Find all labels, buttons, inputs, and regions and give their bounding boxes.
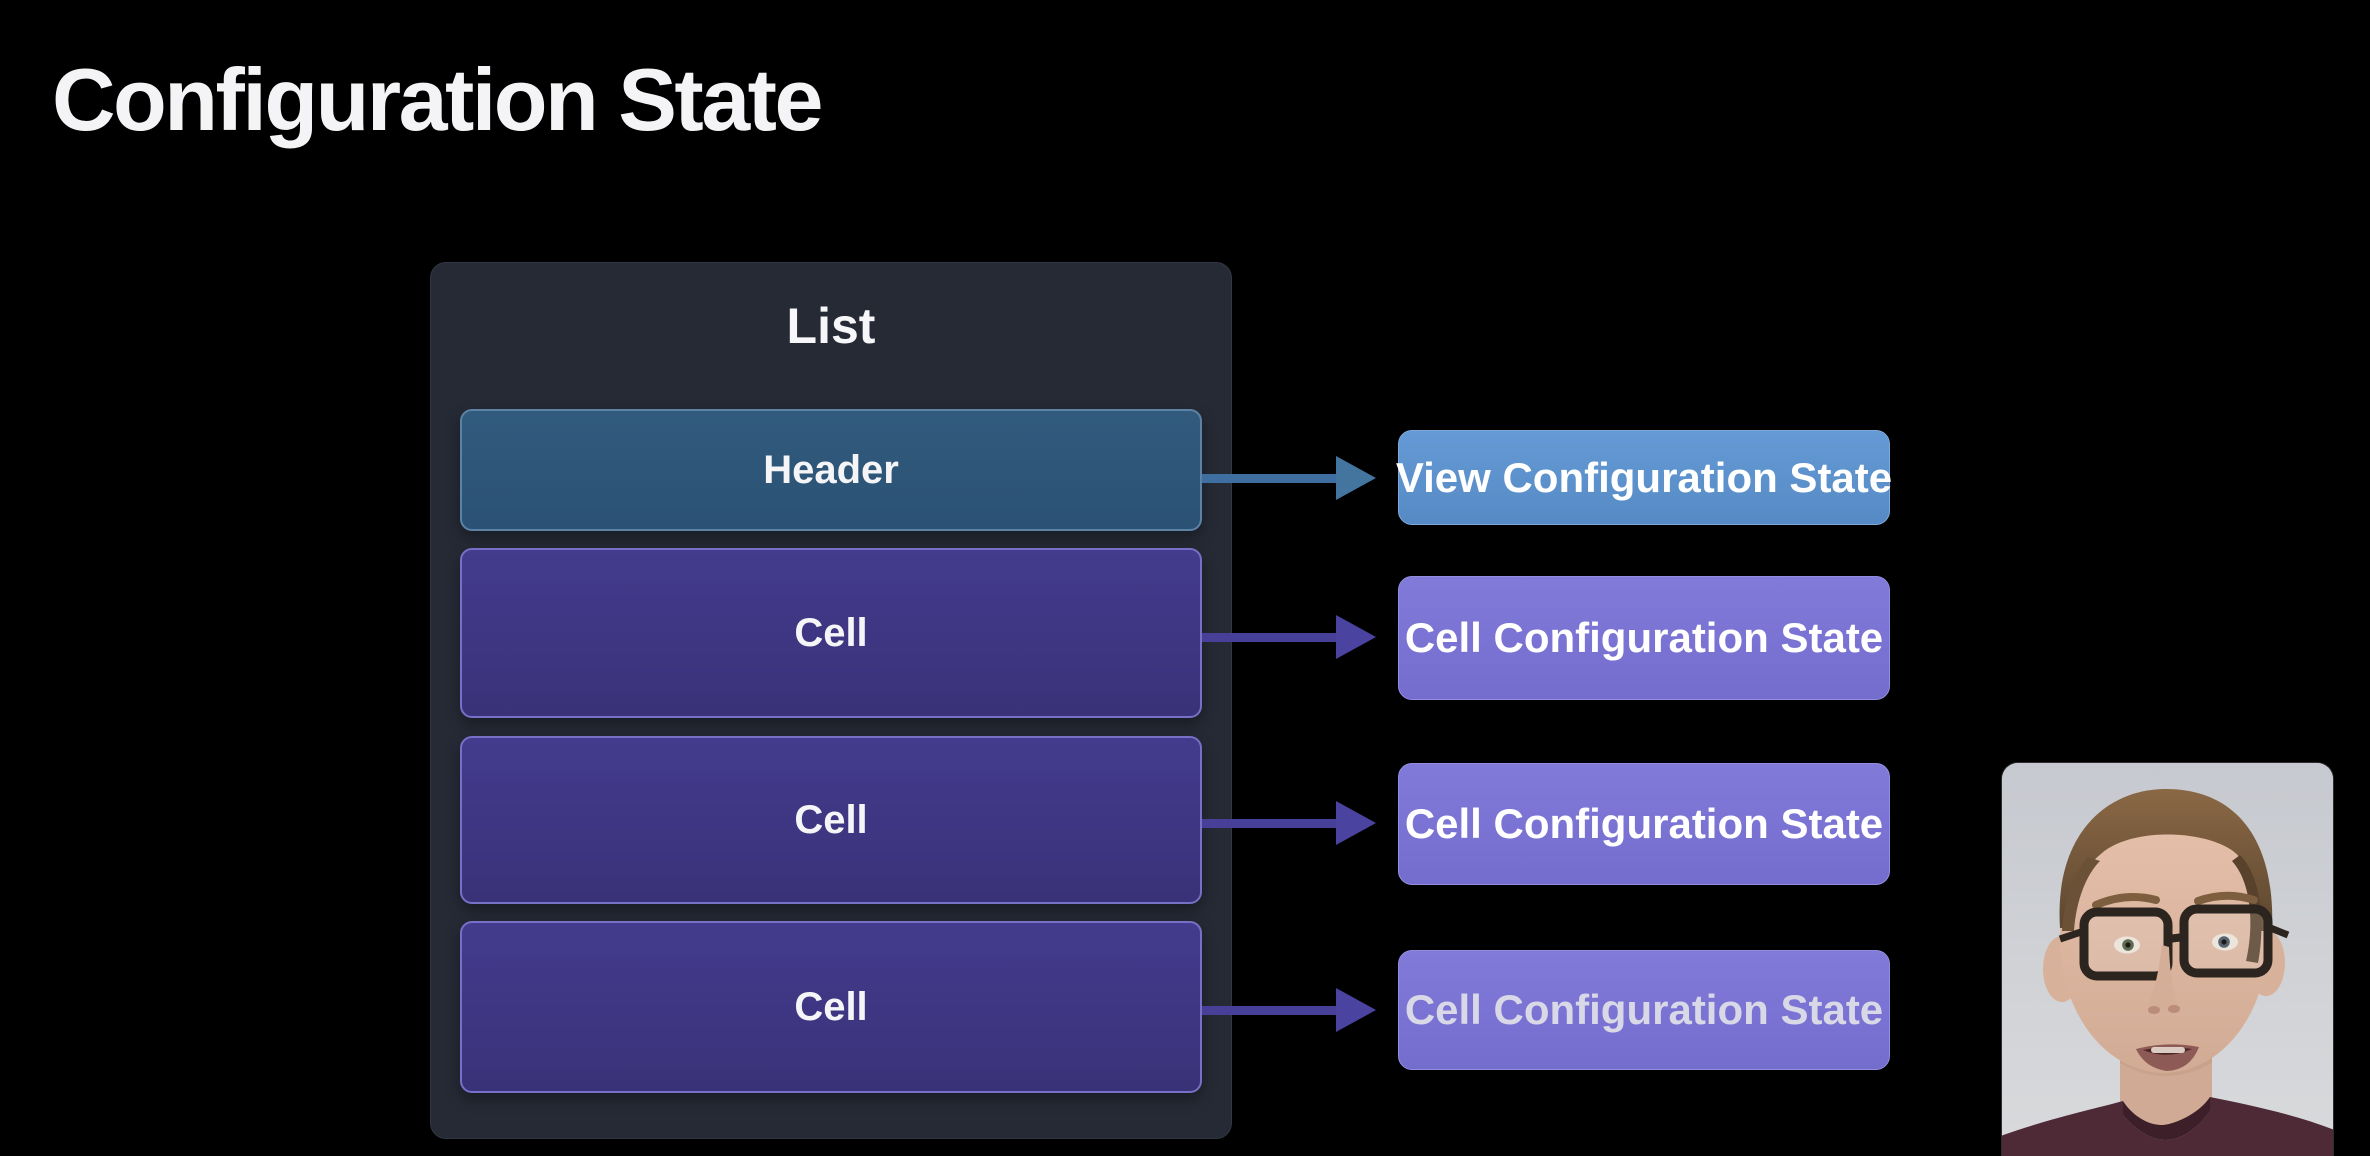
arrow-head [1336,615,1376,659]
list-title: List [786,298,876,354]
list-row-label: Cell [794,797,868,842]
arrow-head [1336,988,1376,1032]
state-box-label: Cell Configuration State [1404,986,1884,1033]
presenter-webcam-overlay [2002,763,2333,1156]
arrow-right-icon [1202,614,1376,660]
cell-configuration-state-box-1: Cell Configuration State [1398,576,1890,700]
arrow-right-icon [1202,455,1376,501]
arrow-shaft [1202,818,1336,828]
list-row-cell-3: Cell [460,921,1202,1093]
view-configuration-state-box: View Configuration State [1395,430,1893,525]
cell-configuration-state-box-2: Cell Configuration State [1398,763,1890,885]
list-row-label: Header [763,447,899,492]
arrow-head [1336,801,1376,845]
state-box-label: View Configuration State [1395,453,1893,501]
list-row-cell-2: Cell [460,736,1202,904]
state-box-label: Cell Configuration State [1404,800,1884,847]
arrow-right-icon [1202,800,1376,846]
cell-configuration-state-box-3: Cell Configuration State [1398,950,1890,1070]
state-box-label: Cell Configuration State [1404,614,1884,661]
list-container: List Header Cell Cell Cell [430,262,1232,1139]
list-row-header: Header [460,409,1202,531]
list-row-cell-1: Cell [460,548,1202,718]
arrow-shaft [1202,1005,1336,1015]
page-title: Configuration State [52,49,823,149]
arrow-shaft [1202,632,1336,642]
arrow-right-icon [1202,987,1376,1033]
presenter-portrait [2002,763,2333,1156]
list-row-label: Cell [794,610,868,655]
list-row-label: Cell [794,984,868,1029]
arrow-shaft [1202,473,1336,483]
arrow-head [1336,456,1376,500]
